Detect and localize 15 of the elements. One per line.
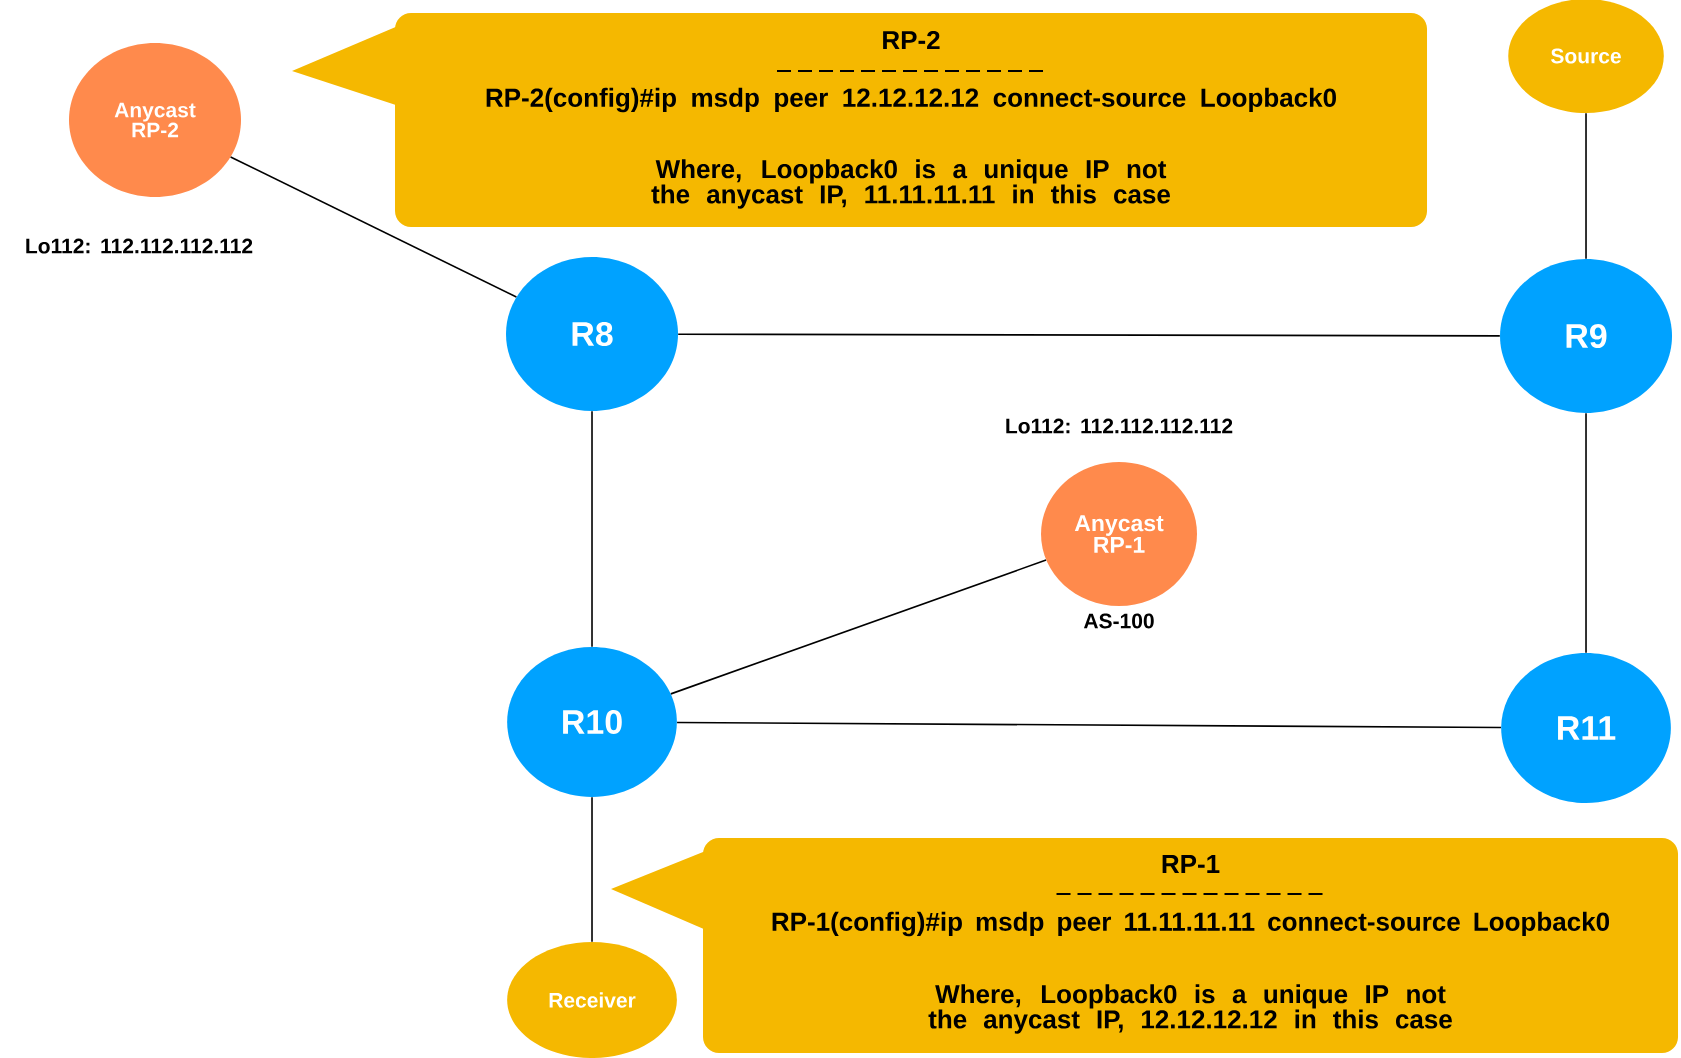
link-line [670,559,1047,695]
link-line [1585,412,1587,654]
node-label: RP-1(config)#ip msdp peer 11.11.11.11 connect-source Loopback0 [772,911,1610,937]
link-line [591,410,593,648]
address-label: Lo112: 112.112.112.112 [1006,418,1233,434]
node-label: RP-1 [1162,855,1220,873]
callout-box: RP-2 RP-2(config)#ip msdp peer 12.12.12.12 connect-source Loopback0 Where, Loopback0 is a unique IP not the anycast IP, 11.11.11.11 in this case [292,13,1427,227]
link-line [676,721,1502,729]
link-line [229,156,518,298]
node-label: Where, Loopback0 is a unique IP not the anycast IP, 12.12.12.12 in this case [928,984,1452,1034]
address-label: Lo112: 112.112.112.112 [26,238,253,254]
address-label: AS-100 [1083,613,1154,629]
link-line [591,796,593,943]
link-line [677,333,1501,337]
link-line [1585,112,1587,260]
